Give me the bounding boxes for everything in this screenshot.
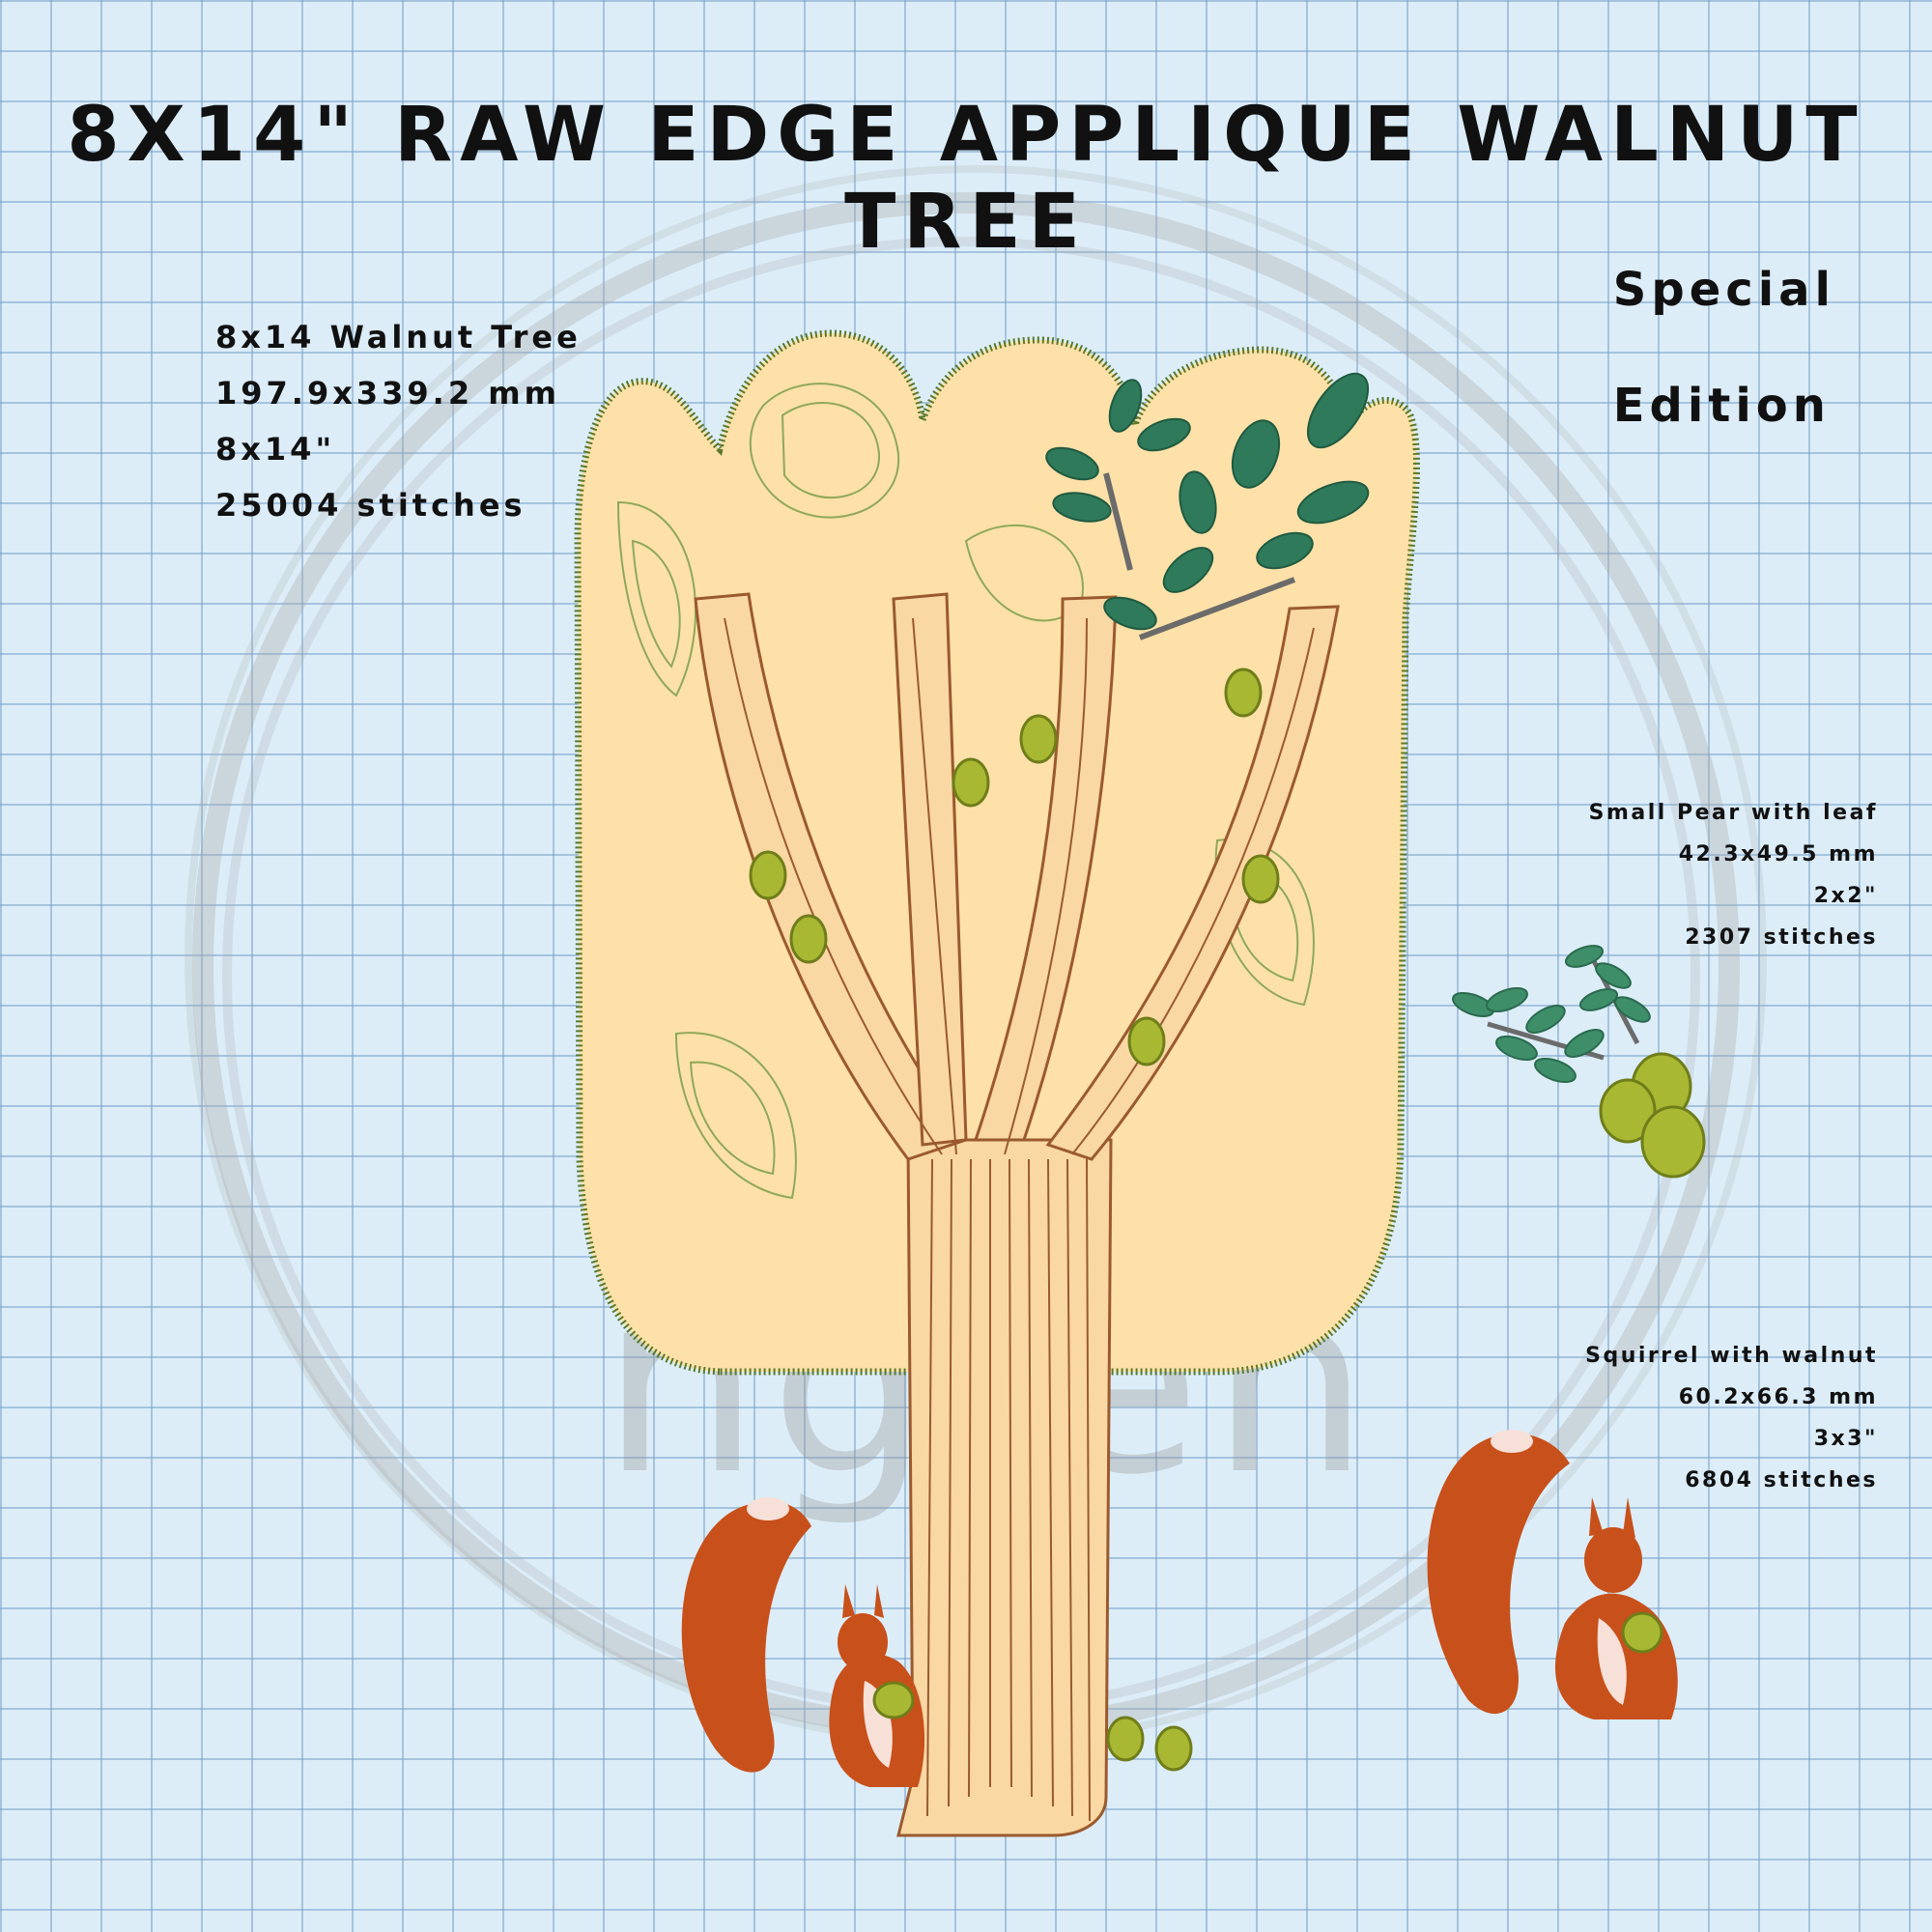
walnut-leaf-branch [1045, 372, 1370, 640]
main-design-stitches: 25004 stitches [215, 487, 526, 524]
squirrel-preview-ears [1589, 1497, 1635, 1538]
tree-canopy [574, 329, 1420, 1376]
squirrel-design-size: 60.2x66.3 mm [1678, 1385, 1878, 1409]
squirrel-design-stitches: 6804 stitches [1685, 1468, 1878, 1492]
edition-line-1: Special [1612, 263, 1835, 317]
walnut-fruits [749, 668, 1280, 1772]
squirrel-walnut [872, 1681, 915, 1719]
pear-design-size: 42.3x49.5 mm [1678, 842, 1878, 867]
tree-branches [694, 592, 1340, 1161]
pear-design-name: Small Pear with leaf [1588, 801, 1878, 825]
squirrel-preview-belly [1597, 1618, 1627, 1705]
pear-design-stitches: 2307 stitches [1685, 925, 1878, 950]
squirrel-preview-tail [1427, 1433, 1570, 1715]
main-design-name: 8x14 Walnut Tree [215, 319, 582, 355]
squirrel-ears [842, 1584, 884, 1618]
pear-design-hoop: 2x2" [1813, 884, 1878, 908]
squirrel-design-info: Squirrel with walnut 60.2x66.3 mm 3x3" 6… [1585, 1335, 1878, 1501]
edition-line-2: Edition [1612, 379, 1831, 433]
main-design-hoop: 8x14" [215, 431, 336, 468]
squirrel-preview-walnut [1621, 1611, 1663, 1654]
trunk-grain [724, 617, 1315, 1822]
page-title: 8x14" Raw Edge Applique Walnut Tree [67, 92, 1865, 266]
main-design-size: 197.9x339.2 mm [215, 375, 560, 412]
squirrel-preview-tail-tip [1491, 1430, 1533, 1453]
special-edition-label: Special Edition [1613, 232, 1835, 464]
squirrel-tail-tip [747, 1497, 789, 1520]
squirrel-head [838, 1613, 888, 1671]
main-design-info: 8x14 Walnut Tree 197.9x339.2 mm 8x14" 25… [215, 309, 582, 533]
squirrel-preview-head [1584, 1527, 1642, 1593]
pear-design-info: Small Pear with leaf 42.3x49.5 mm 2x2" 2… [1589, 792, 1878, 958]
squirrel-design-hoop: 3x3" [1813, 1427, 1878, 1451]
squirrel-design-name: Squirrel with walnut [1585, 1344, 1878, 1368]
squirrel-tail [681, 1501, 811, 1773]
